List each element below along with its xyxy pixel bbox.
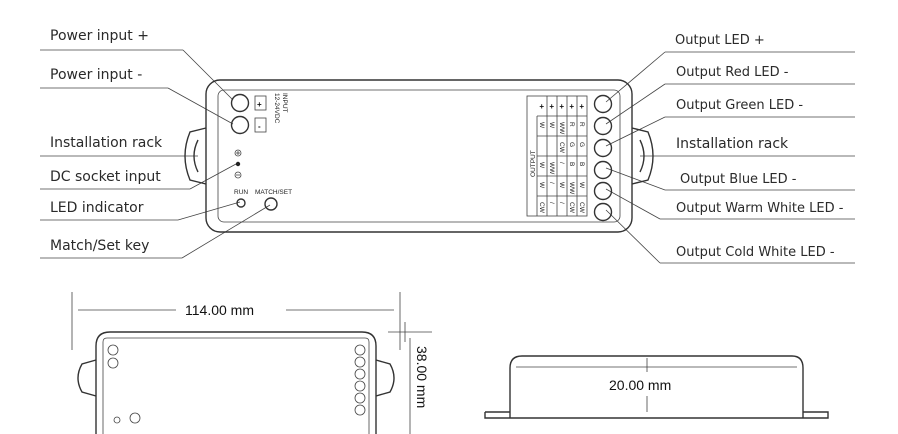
output-table-cell: + <box>539 102 544 111</box>
label-installation-rack-left: Installation rack <box>50 135 163 151</box>
label-output-led-plus: Output LED + <box>675 33 765 48</box>
input-minus-mark: - <box>258 122 261 131</box>
dimension-top-view: 114.00 mm 38.00 mm <box>71 292 432 434</box>
input-voltage: 12-24VDC <box>273 93 280 124</box>
dimension-side-view: 20.00 mm <box>484 355 829 419</box>
output-table-cell: R <box>578 122 585 127</box>
dc-socket-icon <box>234 149 242 179</box>
label-installation-rack-right: Installation rack <box>676 136 789 152</box>
output-table-cell: + <box>569 102 574 111</box>
output-table-cell: CW <box>538 202 545 214</box>
terminal-blue <box>593 160 613 180</box>
label-output-green-led: Output Green LED - <box>676 98 803 113</box>
output-terminals <box>593 94 613 222</box>
output-table-cell: W <box>548 122 555 129</box>
terminal-cold-white <box>593 202 613 222</box>
terminal-green <box>593 138 613 158</box>
output-table-cell: W <box>538 122 545 129</box>
dimension-length: 114.00 mm <box>185 302 254 318</box>
output-table-cell: + <box>579 102 584 111</box>
input-plus-mark: + <box>257 100 262 109</box>
output-table-cell: W <box>578 182 585 189</box>
output-table-cell: G <box>568 142 575 147</box>
terminal-power-plus <box>230 93 250 113</box>
output-title: OUTPUT <box>530 150 537 177</box>
output-table-cell: + <box>549 102 554 111</box>
output-table-cell: WW <box>558 122 565 135</box>
label-led-indicator: LED indicator <box>50 200 144 216</box>
output-table-cell: CW <box>568 202 575 214</box>
terminal-warm-white <box>593 181 613 201</box>
match-set-button[interactable] <box>264 197 278 211</box>
output-table-cell: / <box>548 182 555 184</box>
output-table-cell: WW <box>548 162 555 175</box>
label-output-warm-white-led: Output Warm White LED - <box>676 201 844 216</box>
led-indicator <box>236 198 246 208</box>
output-table-cell: + <box>559 102 564 111</box>
terminal-red <box>593 116 613 136</box>
output-table-cell: B <box>568 162 575 166</box>
label-power-input-minus: Power input - <box>50 67 142 83</box>
match-set-text: MATCH/SET <box>255 189 292 196</box>
output-table-cell: CW <box>578 202 585 214</box>
output-table-cell: W <box>538 182 545 189</box>
device-body <box>205 79 633 233</box>
terminal-led-plus <box>593 94 613 114</box>
label-output-cold-white-led: Output Cold White LED - <box>676 245 835 260</box>
input-title: INPUT <box>281 93 288 113</box>
output-table-cell: / <box>558 162 565 164</box>
run-text: RUN <box>234 189 248 196</box>
output-table-cell: WW <box>568 182 575 195</box>
left-labels: Power input + Power input - Installation… <box>40 28 271 259</box>
output-table-cell: G <box>578 142 585 147</box>
label-match-set-key: Match/Set key <box>50 238 149 254</box>
output-table-cell: / <box>548 202 555 204</box>
output-table-cell: W <box>558 182 565 189</box>
output-table-cell: B <box>578 162 585 166</box>
label-power-input-plus: Power input + <box>50 28 149 44</box>
label-output-red-led: Output Red LED - <box>676 65 789 80</box>
output-table-cell: R <box>568 122 575 127</box>
label-dc-socket-input: DC socket input <box>50 169 161 185</box>
terminal-power-minus <box>230 115 250 135</box>
output-table-cell: / <box>558 202 565 204</box>
dimension-width: 38.00 mm <box>414 346 430 408</box>
dimension-height: 20.00 mm <box>609 377 671 393</box>
output-table-cell: CW <box>558 142 565 154</box>
label-output-blue-led: Output Blue LED - <box>680 172 797 187</box>
right-labels: Output LED + Output Red LED - Output Gre… <box>605 33 855 264</box>
output-table-cell: W <box>538 162 545 169</box>
